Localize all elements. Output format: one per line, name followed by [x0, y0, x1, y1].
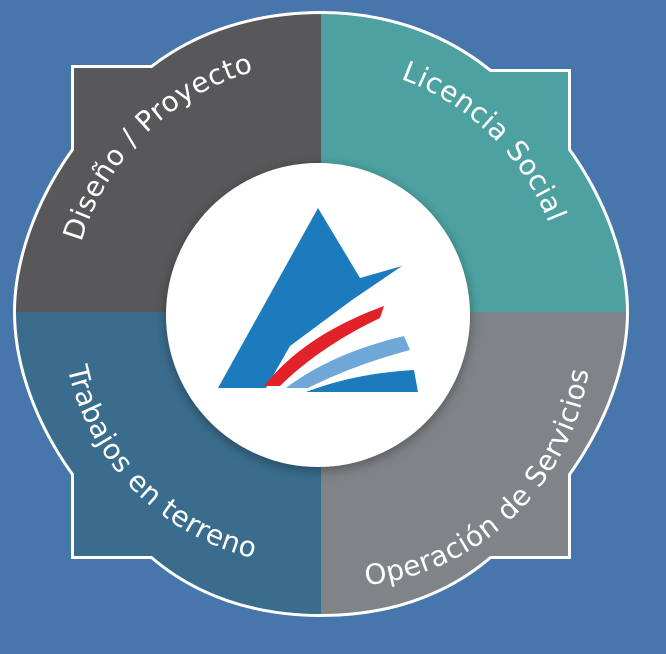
mountain-logo-icon: [218, 208, 418, 392]
